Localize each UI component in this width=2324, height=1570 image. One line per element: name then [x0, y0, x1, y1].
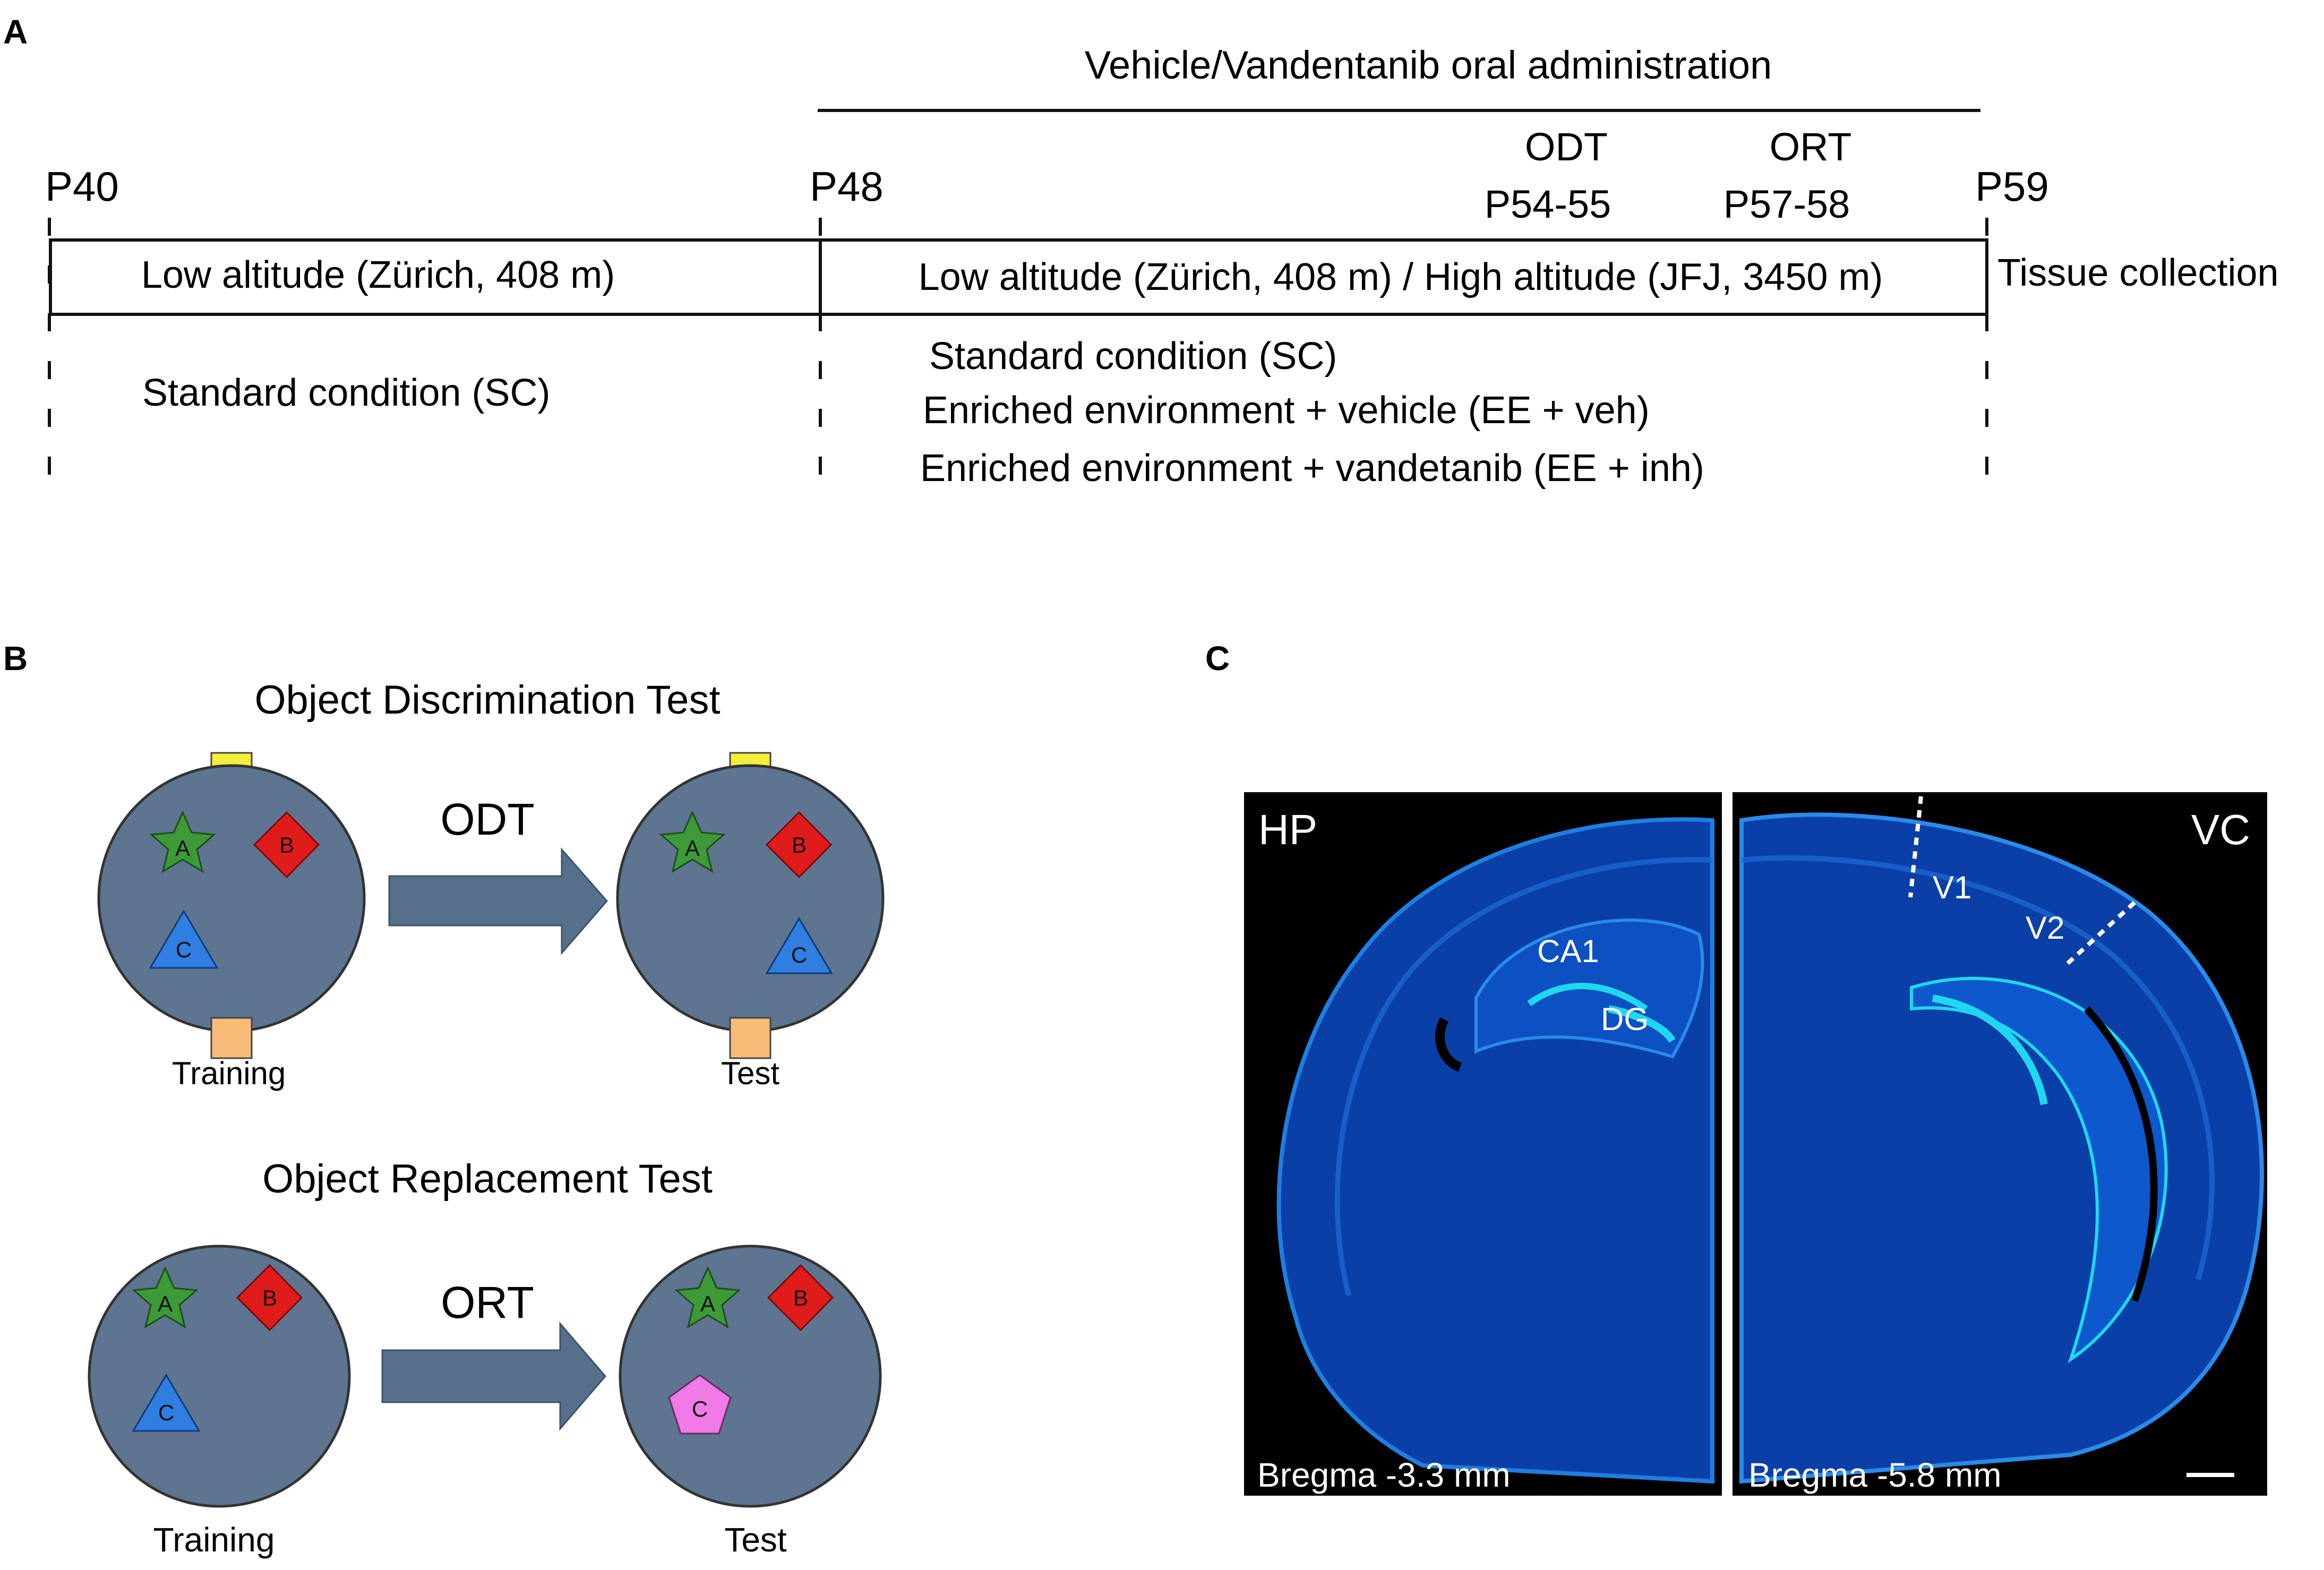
svg-text:A: A	[685, 836, 700, 861]
svg-text:B: B	[792, 833, 807, 857]
box-left-text: Low altitude (Zürich, 408 m)	[141, 254, 615, 296]
ort-training-label: Training	[153, 1521, 275, 1559]
panel-a-letter: A	[3, 13, 28, 51]
brain-image-right	[1733, 792, 2267, 1496]
arena-circle	[619, 1245, 882, 1508]
panel-c-letter: C	[1205, 639, 1230, 677]
dg-label: DG	[1601, 1001, 1649, 1037]
brain-image-left	[1244, 792, 1722, 1496]
pentagon-object-c	[668, 1374, 732, 1435]
odt-arrow-label: ODT	[440, 794, 534, 844]
odt-test-label: Test	[721, 1056, 779, 1091]
svg-text:B: B	[262, 1285, 277, 1310]
odt-training-label: Training	[172, 1056, 286, 1091]
ort-title: Object Replacement Test	[262, 1156, 713, 1202]
svg-text:C: C	[158, 1400, 174, 1425]
arena-circle	[97, 764, 366, 1033]
svg-text:C: C	[791, 942, 807, 967]
svg-text:A: A	[175, 836, 190, 861]
timeline-box-right	[819, 238, 1988, 316]
admin-label: Vehicle/Vandentanib oral administration	[1085, 43, 1772, 87]
vc-label: VC	[2191, 806, 2250, 853]
svg-text:C: C	[176, 937, 192, 962]
cond-right-3: Enriched environment + vandetanib (EE + …	[920, 447, 1704, 490]
svg-text:A: A	[700, 1291, 715, 1316]
diamond-object-b	[236, 1264, 303, 1332]
star-object-a	[132, 1266, 199, 1329]
ort-arrow-label: ORT	[441, 1277, 534, 1327]
ort-arrow	[381, 1321, 606, 1431]
odt-arrow	[388, 847, 608, 956]
v1-label: V1	[1933, 870, 1971, 905]
tissue-collection: Tissue collection	[1997, 252, 2279, 294]
cond-right-1: Standard condition (SC)	[929, 335, 1337, 378]
p48-label: P48	[810, 163, 884, 210]
arena-circle	[616, 764, 885, 1033]
ort-test-arena: A B C	[619, 1245, 882, 1508]
odt-title: Object Discrimination Test	[254, 677, 720, 723]
triangle-object-c	[132, 1374, 201, 1432]
star-object-a	[149, 810, 216, 873]
triangle-object-c	[149, 910, 219, 969]
svg-text:B: B	[279, 833, 294, 857]
bregma-right: Bregma -5.8 mm	[1748, 1456, 2002, 1494]
odt-label: ODT	[1525, 125, 1608, 169]
svg-text:B: B	[793, 1285, 808, 1310]
p59-label: P59	[1975, 163, 2049, 210]
panel-b-letter: B	[3, 639, 28, 677]
star-object-a	[659, 810, 726, 873]
ort-days: P57-58	[1723, 182, 1850, 226]
p40-label: P40	[45, 163, 119, 210]
star-object-a	[674, 1266, 741, 1329]
svg-text:C: C	[692, 1396, 708, 1421]
odt-test-arena: A B C	[616, 752, 885, 1059]
diamond-object-b	[767, 1264, 834, 1332]
arena-circle	[88, 1245, 351, 1508]
v2-label: V2	[2026, 910, 2064, 946]
ort-label: ORT	[1770, 125, 1852, 169]
diamond-object-b	[765, 811, 833, 879]
ca1-label: CA1	[1537, 933, 1599, 969]
odt-days: P54-55	[1485, 182, 1611, 226]
orange-cue	[210, 1017, 253, 1059]
orange-cue	[729, 1017, 771, 1059]
odt-training-arena: A B C	[97, 752, 366, 1059]
triangle-object-c	[765, 917, 833, 974]
cond-right-2: Enriched environment + vehicle (EE + veh…	[923, 389, 1650, 432]
box-right-text: Low altitude (Zürich, 408 m) / High alti…	[919, 256, 1883, 298]
bregma-left: Bregma -3.3 mm	[1257, 1456, 1511, 1494]
hp-label: HP	[1258, 806, 1317, 853]
svg-text:A: A	[158, 1291, 173, 1316]
cond-left: Standard condition (SC)	[142, 372, 550, 414]
diamond-object-b	[253, 811, 320, 879]
ort-training-arena: A B C	[88, 1245, 351, 1508]
ort-test-label: Test	[724, 1521, 787, 1559]
